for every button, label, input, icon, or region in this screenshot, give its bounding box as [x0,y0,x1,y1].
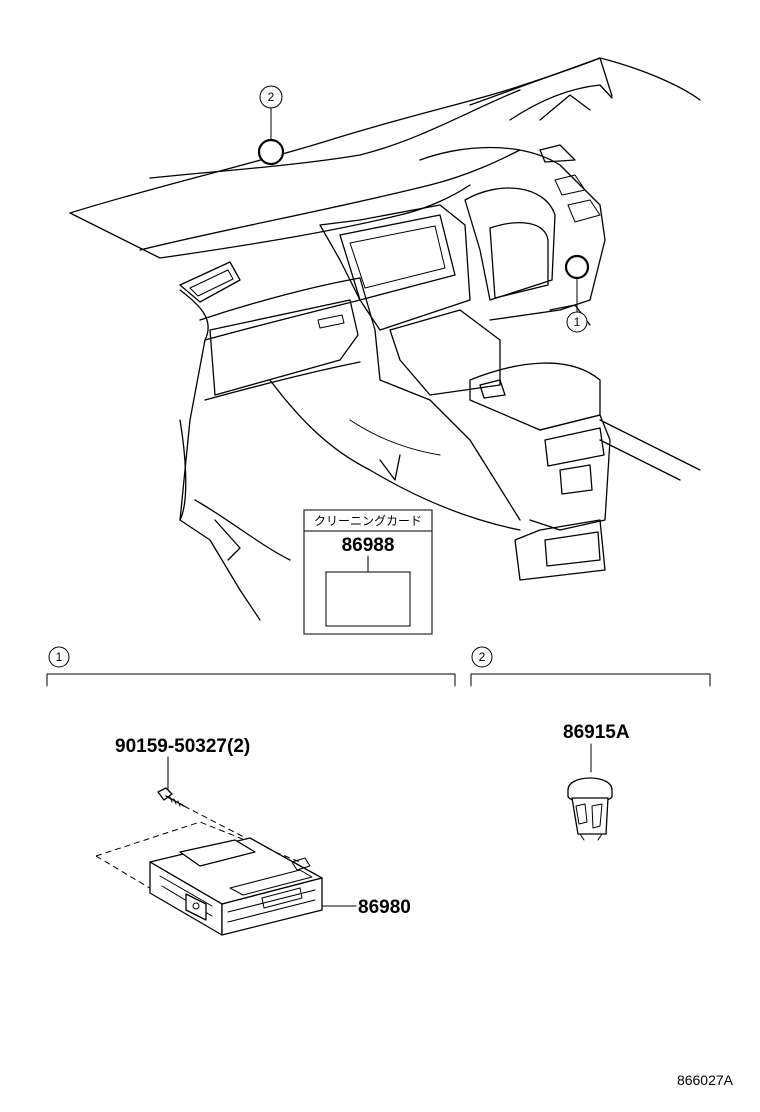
section-2-bracket: 2 [470,646,711,687]
svg-text:2: 2 [479,650,486,664]
section-1-bracket: 1 [46,646,456,687]
dashboard-illustration [69,57,701,621]
bulb-icon [567,777,613,841]
unit-part-number: 86980 [358,897,411,918]
location-marker-2 [257,138,285,166]
svg-text:1: 1 [574,315,581,329]
svg-text:2: 2 [268,90,275,104]
cleaning-card-box: クリーニングカード 86988 [303,509,433,635]
svg-text:1: 1 [56,650,63,664]
screw-icon [157,787,185,807]
bulb-part-number: 86915A [563,722,630,743]
control-unit-icon [149,837,323,936]
illustration-number: 866027A [677,1072,734,1088]
cleaning-card-heading: クリーニングカード [314,514,422,528]
callout-2-top: 2 [259,85,283,109]
callout-1-top: 1 [566,311,588,333]
location-marker-1 [564,254,590,280]
cleaning-card-part-number: 86988 [342,535,395,556]
cleaning-card-icon [325,571,411,627]
screw-part-number: 90159-50327(2) [115,736,250,757]
